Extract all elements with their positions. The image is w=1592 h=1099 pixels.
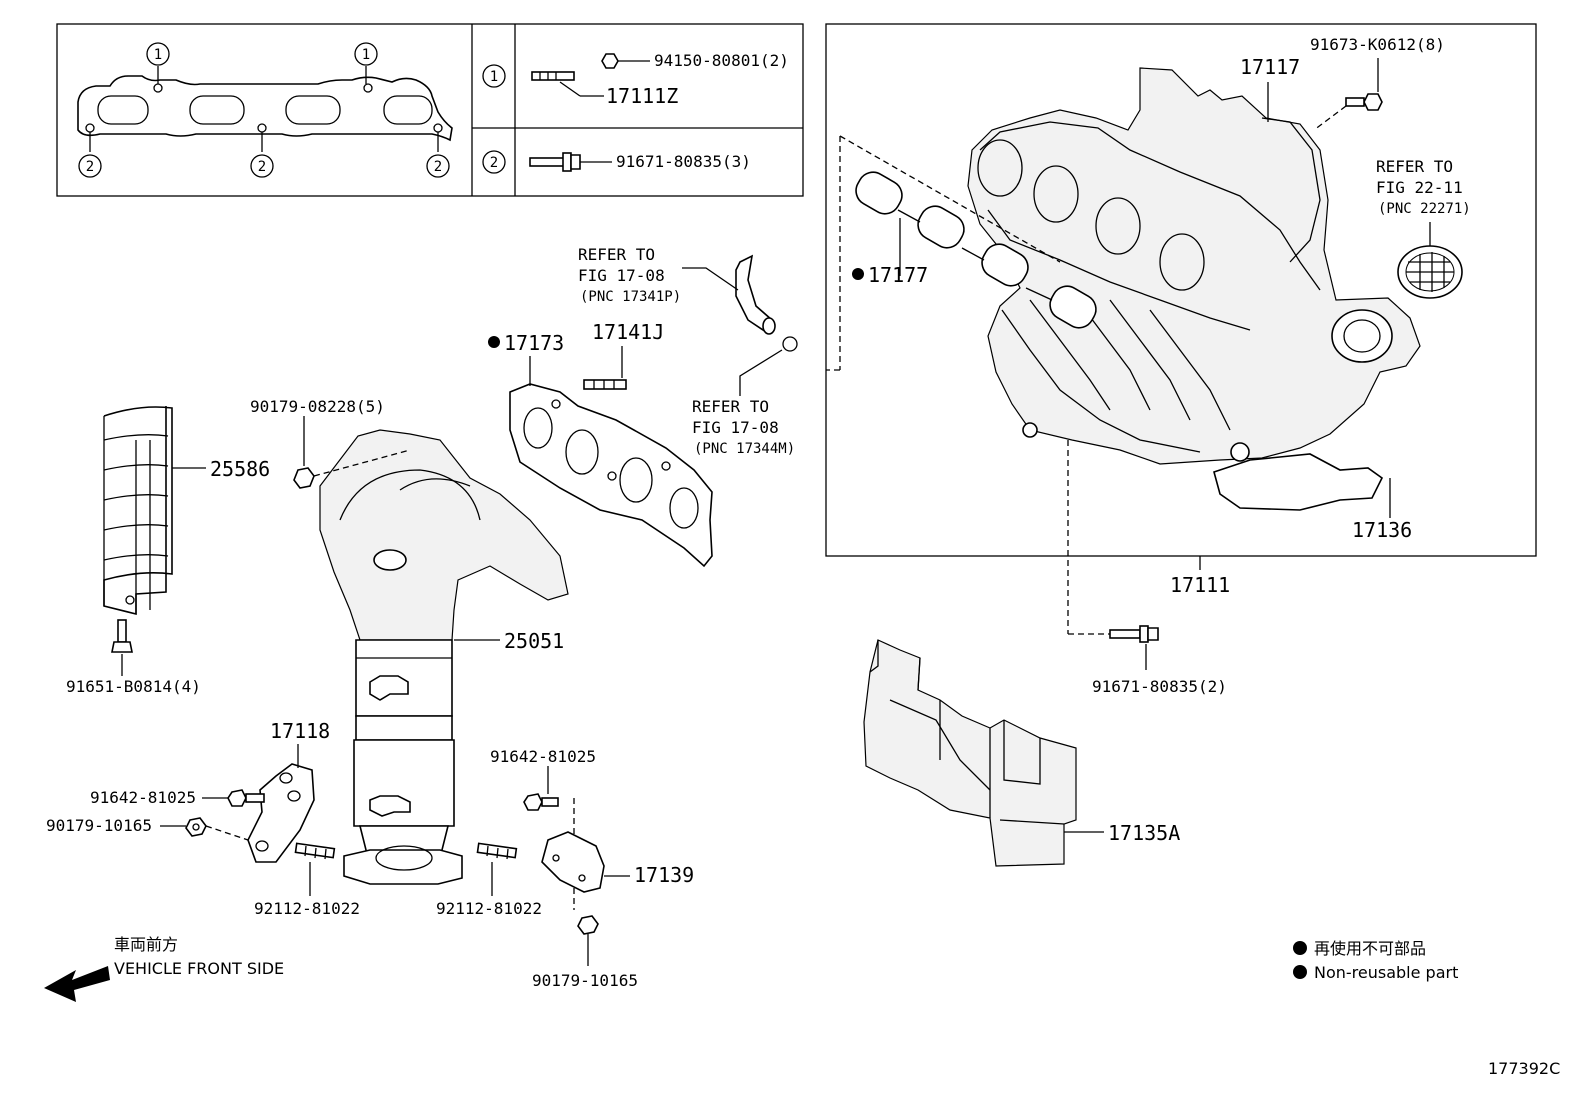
non-reusable-key: 再使用不可部品 Non-reusable part — [1293, 939, 1458, 982]
arrow-left-icon — [44, 966, 110, 1002]
part-92112-81022-left[interactable]: 92112-81022 — [254, 899, 360, 918]
gasket-17177 — [855, 171, 1097, 329]
nut-90179-10165-left — [185, 817, 207, 837]
key-en: Non-reusable part — [1314, 963, 1458, 982]
marker-2-right: 2 — [426, 154, 450, 178]
bolt-91673 — [1345, 93, 1383, 111]
intake-manifold-box: 17117 91673-K0612(8) REFER TO FIG 22-11 … — [825, 23, 1537, 557]
svg-text:2: 2 — [258, 159, 266, 175]
refer-fig-17-08-p-line1: REFER TO — [578, 245, 655, 264]
svg-text:2: 2 — [86, 159, 94, 175]
part-17177[interactable]: 17177 — [868, 263, 928, 287]
direction-en: VEHICLE FRONT SIDE — [114, 959, 284, 978]
part-92112-81022-right[interactable]: 92112-81022 — [436, 899, 542, 918]
part-17173[interactable]: 17173 — [504, 331, 564, 355]
svg-text:1: 1 — [362, 47, 370, 63]
part-17111Z[interactable]: 17111Z — [606, 84, 678, 108]
figure-id: 177392C — [1488, 1059, 1560, 1078]
throttle-gasket-22271 — [1397, 245, 1463, 299]
refer-fig-22-11-pnc: (PNC 22271) — [1378, 201, 1471, 217]
direction-jp: 車両前方 — [114, 935, 178, 954]
refer-fig-22-11-line1: REFER TO — [1376, 157, 1453, 176]
part-25586[interactable]: 25586 — [210, 457, 270, 481]
bolt-91642-81025-right — [523, 793, 559, 811]
svg-text:1: 1 — [154, 47, 162, 63]
part-17111[interactable]: 17111 — [1170, 573, 1230, 597]
stud-17141J — [583, 379, 627, 390]
exhaust-gasket-17173 — [509, 383, 713, 568]
bolt-91642-81025-left — [227, 789, 265, 807]
stud-92112-81022-right — [476, 842, 518, 860]
refer-fig-17-08-m-line2[interactable]: FIG 17-08 — [692, 418, 779, 437]
heat-insulator-25586 — [103, 406, 173, 616]
stud-icon — [531, 71, 575, 81]
part-25051[interactable]: 25051 — [504, 629, 564, 653]
part-91642-81025-left[interactable]: 91642-81025 — [90, 788, 196, 807]
key-jp: 再使用不可部品 — [1314, 939, 1426, 958]
svg-text:1: 1 — [490, 69, 498, 85]
vehicle-front-direction: 車両前方 VEHICLE FRONT SIDE — [44, 935, 284, 1002]
part-91642-81025-right[interactable]: 91642-81025 — [490, 747, 596, 766]
exhaust-manifold-25051 — [319, 429, 569, 885]
marker-1-top-left: 1 — [146, 42, 170, 66]
nut-90179-10165-bottom — [577, 915, 599, 935]
refer-fig-22-11-line2[interactable]: FIG 22-11 — [1376, 178, 1463, 197]
bolt-icon — [529, 152, 581, 172]
nut-90179-08228 — [293, 467, 315, 489]
nut-icon — [601, 53, 619, 69]
part-91671-80835-2[interactable]: 91671-80835(2) — [1092, 677, 1227, 696]
refer-fig-17-08-p-pnc: (PNC 17341P) — [580, 289, 681, 305]
bolt-91671-80835-2 — [1109, 625, 1159, 643]
part-17136[interactable]: 17136 — [1352, 518, 1412, 542]
intake-manifold-illustration — [967, 67, 1421, 511]
part-17139[interactable]: 17139 — [634, 863, 694, 887]
refer-fig-17-08-m-line1: REFER TO — [692, 397, 769, 416]
svg-text:2: 2 — [434, 159, 442, 175]
refer-fig-17-08-m-pnc: (PNC 17344M) — [694, 441, 795, 457]
part-17117[interactable]: 17117 — [1240, 55, 1300, 79]
pcv-hose — [735, 254, 798, 352]
refer-fig-17-08-p-line2[interactable]: FIG 17-08 — [578, 266, 665, 285]
part-90179-10165-bottom[interactable]: 90179-10165 — [532, 971, 638, 990]
part-91671-80835-3[interactable]: 91671-80835(3) — [616, 152, 751, 171]
manifold-cover-17135A — [863, 639, 1077, 867]
part-90179-08228[interactable]: 90179-08228(5) — [250, 397, 385, 416]
svg-text:2: 2 — [490, 155, 498, 171]
part-17118[interactable]: 17118 — [270, 719, 330, 743]
marker-1-top-right: 1 — [354, 42, 378, 66]
non-reusable-dot-17173 — [488, 336, 500, 348]
bolt-91651-B0814 — [111, 619, 133, 653]
marker-2-center: 2 — [250, 154, 274, 178]
part-17141J[interactable]: 17141J — [592, 320, 664, 344]
part-91651-B0814[interactable]: 91651-B0814(4) — [66, 677, 201, 696]
part-94150-80801[interactable]: 94150-80801(2) — [654, 51, 789, 70]
non-reusable-dot-icon — [1293, 965, 1307, 979]
part-91673-K0612[interactable]: 91673-K0612(8) — [1310, 35, 1445, 54]
non-reusable-dot-17177 — [852, 268, 864, 280]
gasket-legend-box: 1 1 2 2 2 1 — [56, 23, 804, 197]
bracket-17139 — [541, 831, 605, 893]
stud-92112-81022-left — [294, 842, 336, 860]
non-reusable-dot-icon — [1293, 941, 1307, 955]
part-17135A[interactable]: 17135A — [1108, 821, 1180, 845]
bracket-17118 — [247, 763, 315, 863]
gasket-illustration — [77, 66, 453, 152]
legend-row-1: 1 94150-80801(2) 17111Z — [482, 51, 789, 108]
legend-row-2: 2 91671-80835(3) — [482, 150, 751, 174]
part-90179-10165-left[interactable]: 90179-10165 — [46, 816, 152, 835]
marker-2-left: 2 — [78, 154, 102, 178]
